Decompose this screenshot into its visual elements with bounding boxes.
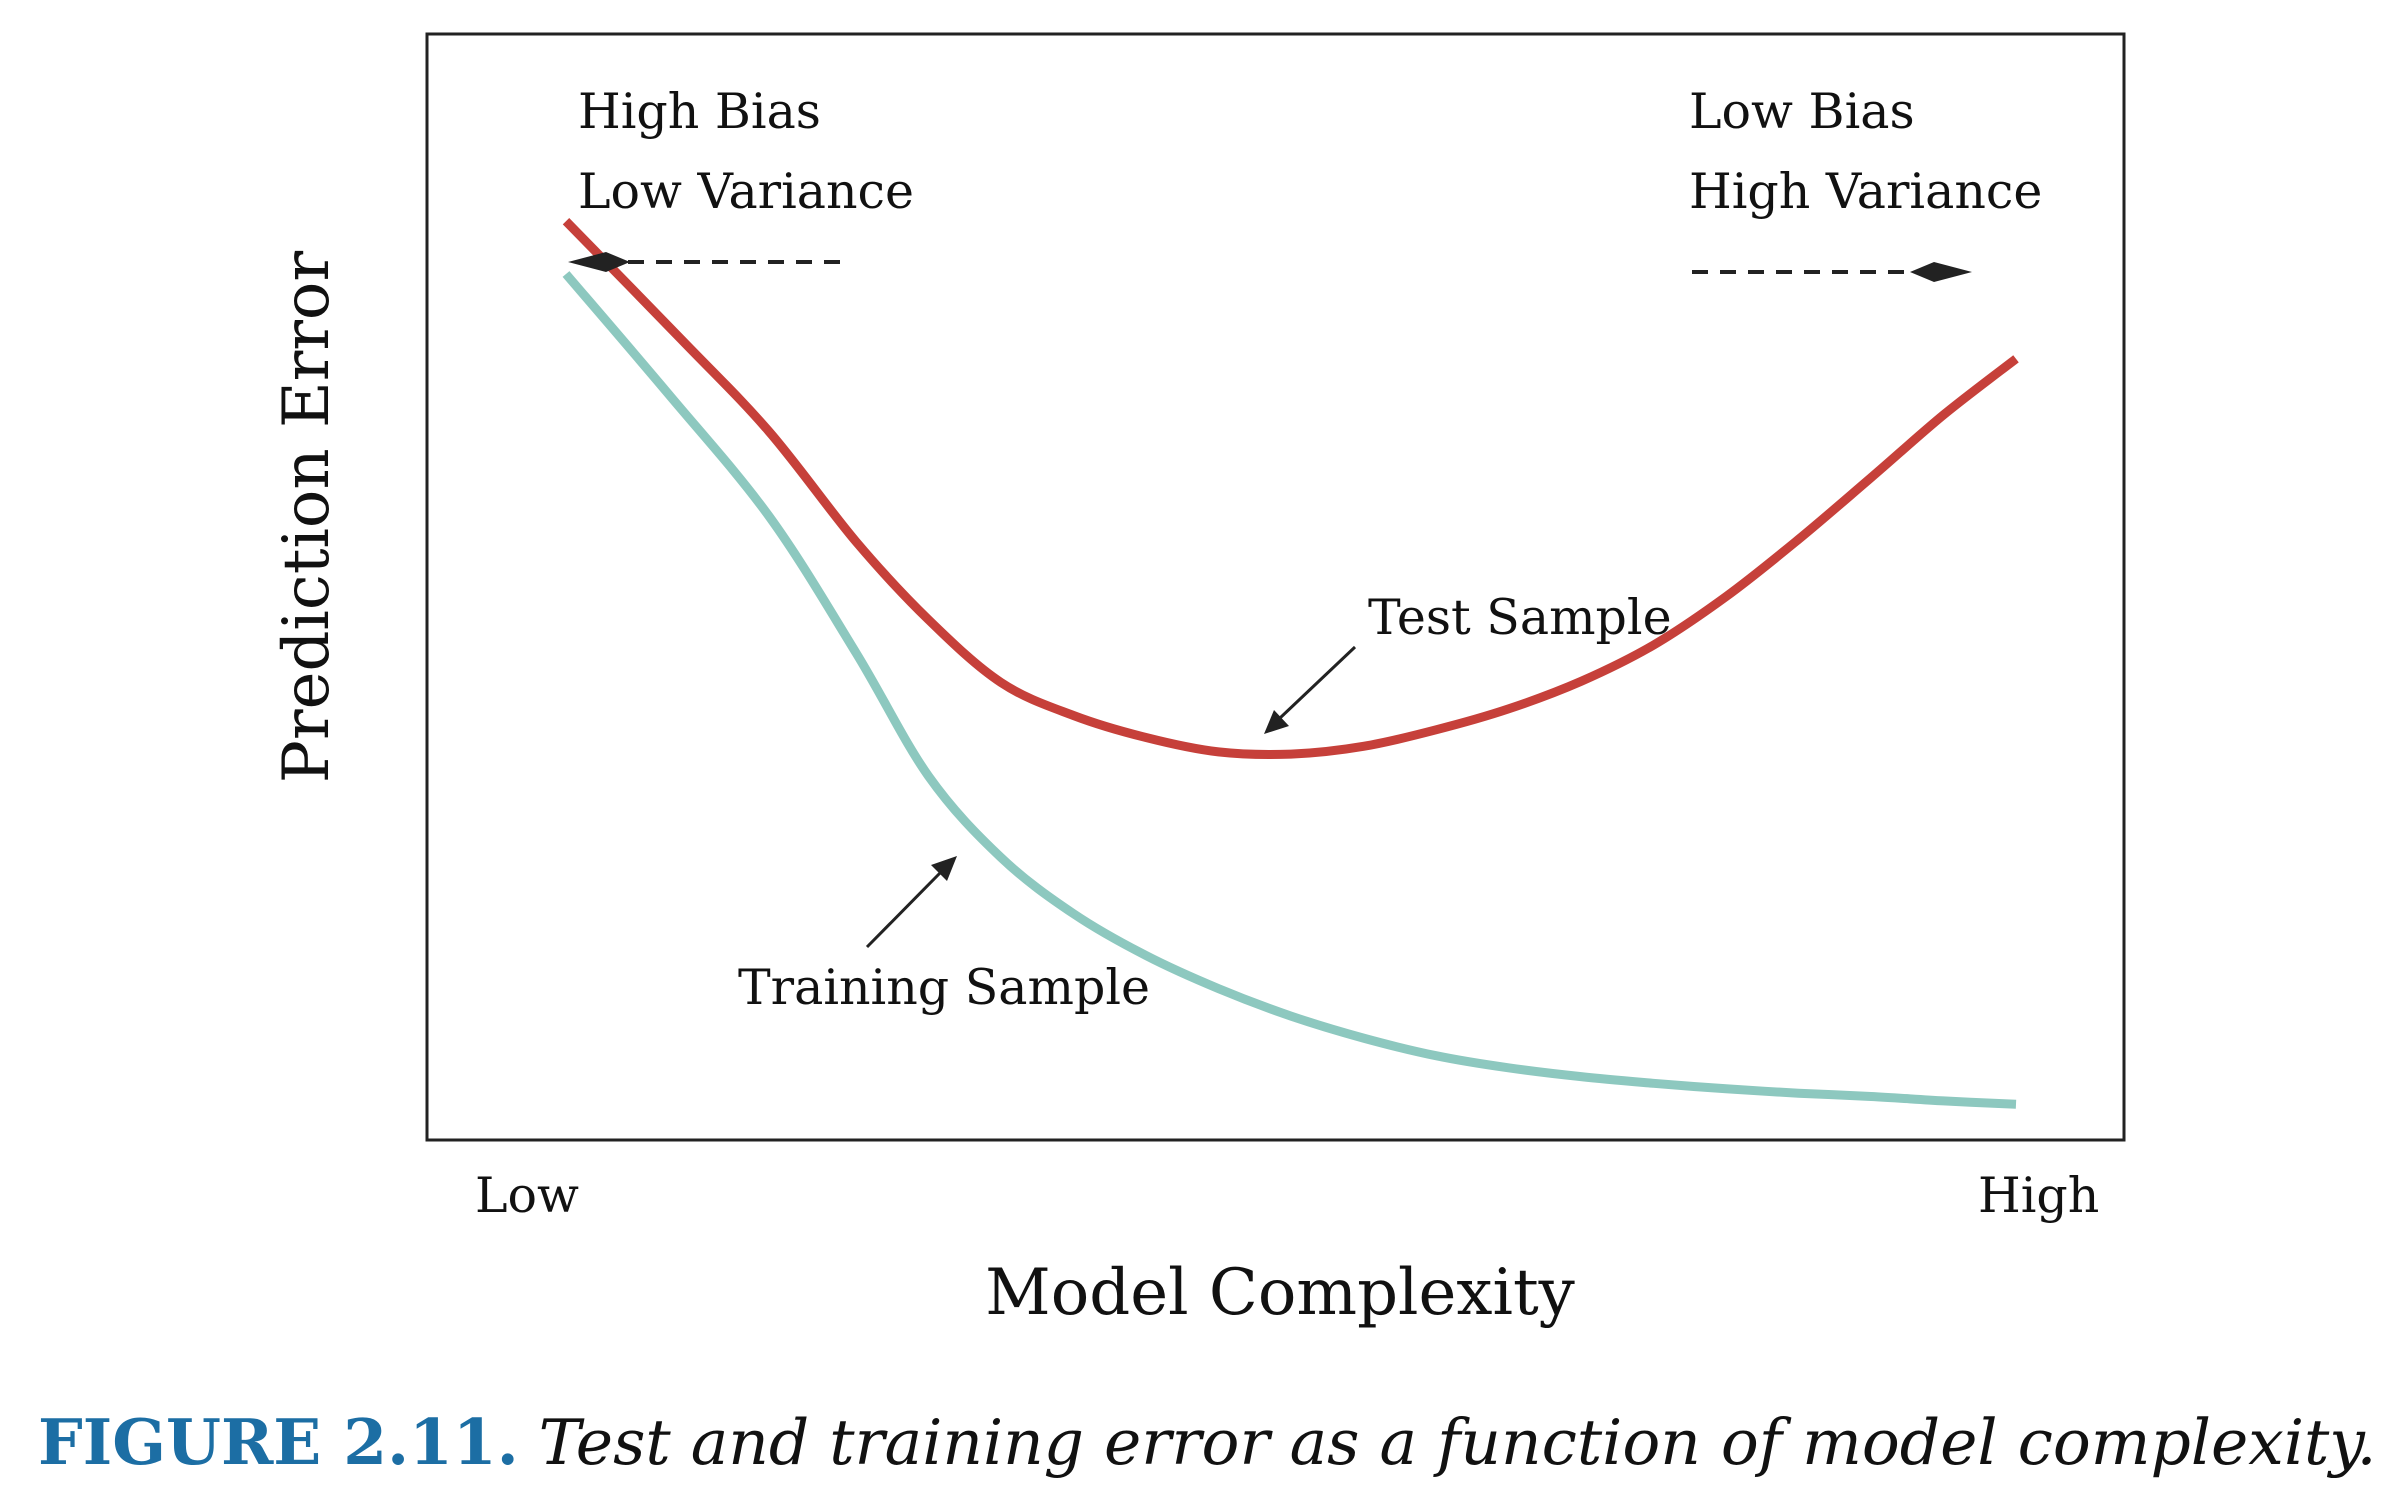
annotation-low-bias: Low Bias [1689,83,1915,140]
test-pointer-arrowhead-icon [1264,710,1289,734]
test-sample-label: Test Sample [1368,589,1672,646]
figure-caption: FIGURE 2.11. Test and training error as … [38,1405,2378,1479]
x-tick-high: High [1978,1167,2099,1224]
left-arrowhead-icon [568,252,630,272]
training-pointer-arrowhead-icon [931,856,957,881]
test-error-curve [562,218,2019,760]
right-arrowhead-icon [1910,262,1972,282]
curves-layer [562,218,2019,1109]
training-pointer-arrow [865,856,957,949]
plot-frame [425,32,2126,1142]
left-arrow [568,252,840,272]
annotation-low-variance: Low Variance [578,163,914,220]
test-pointer-arrow [1264,645,1357,734]
caption-text: Test and training error as a function of… [538,1406,2377,1479]
x-tick-low: Low [475,1167,579,1224]
training-sample-label: Training Sample [738,959,1150,1016]
right-arrow [1692,262,1972,282]
x-axis-title: Model Complexity [985,1256,1575,1330]
training-error-curve [562,271,2017,1109]
caption-figure-number: FIGURE 2.11. [38,1405,519,1479]
y-axis-title: Prediction Error [270,251,344,784]
annotation-high-bias: High Bias [578,83,821,140]
annotation-high-variance: High Variance [1689,163,2042,220]
